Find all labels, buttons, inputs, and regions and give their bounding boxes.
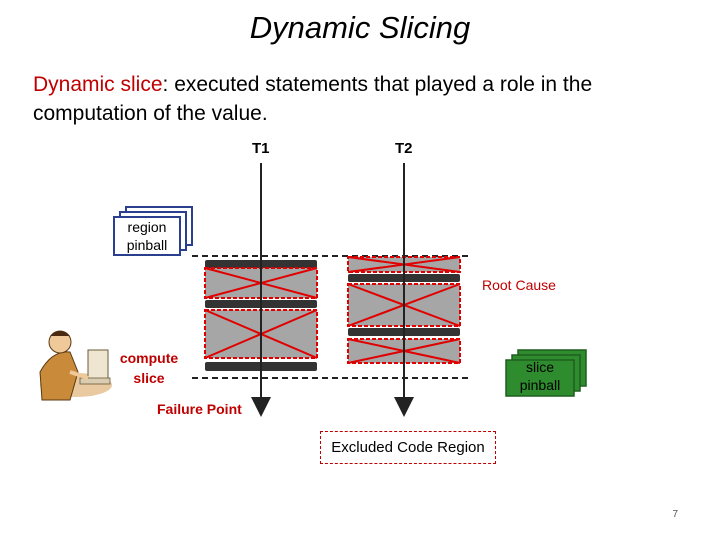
root-cause-label: Root Cause: [482, 277, 556, 293]
slice-word: slice: [525, 359, 554, 375]
region-word: region: [127, 219, 167, 235]
person-at-computer-icon: [39, 330, 112, 401]
compute-slice-label: compute slice: [114, 348, 184, 388]
slice-pinball-card-stack: [505, 349, 587, 397]
failure-point-label: Failure Point: [157, 401, 242, 417]
definition-text: Dynamic slice: executed statements that …: [33, 70, 673, 128]
definition-body: : executed statements that played a role…: [33, 73, 593, 125]
page-number: 7: [672, 509, 678, 520]
pinball-word-2: pinball: [519, 377, 561, 393]
slice-pinball-label: slice pinball: [506, 358, 574, 394]
pinball-word: pinball: [126, 237, 168, 253]
region-pinball-label: region pinball: [114, 218, 180, 254]
slide-title: Dynamic Slicing: [249, 10, 471, 45]
excluded-code-region-box: Excluded Code Region: [320, 431, 496, 464]
thread-label-t2: T2: [395, 140, 413, 157]
compute-word: compute: [119, 350, 179, 366]
region-pinball-card-stack: [113, 206, 193, 256]
definition-term: Dynamic slice: [33, 73, 163, 96]
slice-word-red: slice: [133, 370, 165, 386]
thread-label-t1: T1: [252, 140, 270, 157]
